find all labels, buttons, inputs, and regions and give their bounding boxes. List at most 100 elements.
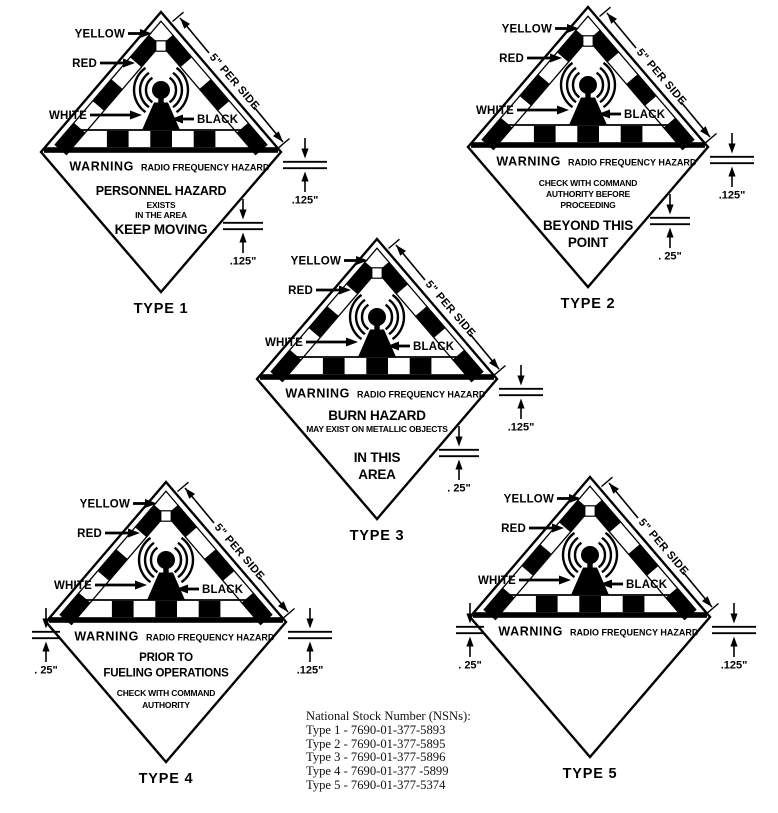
dimension-label: . 25"	[447, 483, 471, 495]
base-block	[150, 130, 172, 148]
dimension-callout-right: .125"	[712, 603, 756, 672]
sign-message-line: AUTHORITY	[142, 700, 190, 710]
color-label-black: BLACK	[197, 114, 239, 126]
checkered-border	[483, 485, 697, 621]
dim-arrowhead	[396, 245, 406, 256]
dimension-callout-lower-right: .125"	[223, 199, 263, 268]
color-label-red: RED	[77, 528, 102, 540]
radio-waves	[348, 293, 363, 341]
up-arrowhead	[301, 171, 309, 182]
dim-arrowhead	[700, 126, 710, 137]
border-block	[204, 549, 235, 581]
base-blocks-row	[535, 595, 645, 613]
color-label-red: RED	[501, 523, 526, 535]
dim-arrowhead	[278, 601, 288, 612]
radio-waves	[149, 546, 159, 574]
sign-message-line: IN THE AREA	[135, 210, 187, 220]
black-arrowhead	[387, 341, 399, 351]
antenna-head	[368, 308, 386, 326]
dim-arrowhead	[180, 18, 190, 29]
end-tick	[601, 476, 613, 488]
up-arrowhead	[730, 636, 738, 647]
red-arrowhead	[128, 528, 140, 538]
color-label-white: WHITE	[49, 110, 87, 122]
sign-message-line: CHECK WITH COMMAND	[539, 178, 637, 188]
radio-waves	[180, 536, 195, 584]
base-blocks-row	[106, 130, 216, 148]
nsn-item: Type 5 - 7690-01-377-5374	[306, 777, 446, 792]
base-block	[533, 125, 556, 143]
dimension-label: . 25"	[658, 251, 682, 263]
base-blocks-row	[322, 357, 432, 375]
rf-antenna-icon	[348, 293, 406, 357]
warning-word: WARNING	[74, 630, 139, 644]
sign-message-line: PROCEEDING	[560, 200, 616, 210]
border-block	[241, 592, 272, 625]
border-block	[92, 79, 123, 111]
antenna-cone	[142, 102, 180, 130]
sign-message-line: PRIOR TO	[139, 652, 193, 664]
base-block	[366, 357, 388, 375]
radio-waves	[573, 541, 583, 569]
base-bar	[44, 147, 278, 153]
black-arrowhead	[171, 114, 183, 124]
color-label-white: WHITE	[265, 337, 303, 349]
type-caption: TYPE 3	[350, 528, 405, 544]
base-block	[198, 600, 221, 618]
nsn-list: National Stock Number (NSNs): Type 1 - 7…	[306, 709, 471, 793]
warning-subtitle: RADIO FREQUENCY HAZARD	[568, 158, 697, 168]
dim-arrowhead	[609, 483, 619, 494]
end-tick	[172, 11, 184, 23]
border-block	[665, 587, 696, 620]
color-label-red: RED	[72, 58, 97, 70]
dimension-callout-right: .125"	[499, 365, 543, 434]
base-bar	[260, 374, 494, 380]
radio-waves	[172, 71, 184, 109]
dimension-label: .125"	[508, 422, 535, 434]
base-block	[155, 600, 177, 618]
apex-notch	[160, 510, 172, 522]
warning-word: WARNING	[69, 160, 134, 174]
sign-message-line: FUELING OPERATIONS	[103, 668, 229, 680]
white-arrowhead	[135, 580, 147, 590]
border-block	[130, 35, 161, 68]
base-bar	[471, 142, 705, 148]
dimension-label: .125"	[230, 256, 257, 268]
antenna-cone	[147, 572, 185, 600]
apex-notch	[584, 505, 596, 517]
red-arrowhead	[552, 523, 564, 533]
up-arrowhead	[239, 232, 247, 243]
base-block	[111, 600, 134, 618]
radio-waves	[173, 546, 183, 574]
base-block	[322, 357, 345, 375]
border-block	[135, 505, 166, 538]
type-caption: TYPE 2	[561, 296, 616, 312]
border-block	[663, 117, 694, 150]
dimension-label: .125"	[292, 195, 319, 207]
border-block	[590, 500, 621, 533]
dimension-callout-lower-right: . 25"	[439, 426, 479, 495]
rf-antenna-icon	[132, 66, 190, 130]
warning-subtitle: RADIO FREQUENCY HAZARD	[141, 163, 270, 173]
apex-notch	[371, 267, 383, 279]
base-block	[579, 595, 601, 613]
down-arrowhead	[301, 148, 309, 159]
border-block	[626, 74, 657, 106]
end-tick	[278, 137, 290, 149]
radio-waves	[561, 531, 576, 579]
border-block	[557, 30, 588, 63]
type-caption: TYPE 1	[134, 301, 189, 317]
rf-antenna-icon	[561, 531, 619, 595]
black-arrowhead	[598, 109, 610, 119]
radio-waves	[595, 71, 605, 99]
color-label-yellow: YELLOW	[80, 499, 130, 511]
border-block	[484, 587, 515, 620]
color-label-white: WHITE	[476, 105, 514, 117]
white-arrowhead	[559, 575, 571, 585]
white-arrowhead	[557, 105, 569, 115]
color-label-yellow: YELLOW	[291, 256, 341, 268]
dimension-label: .125"	[721, 660, 748, 672]
